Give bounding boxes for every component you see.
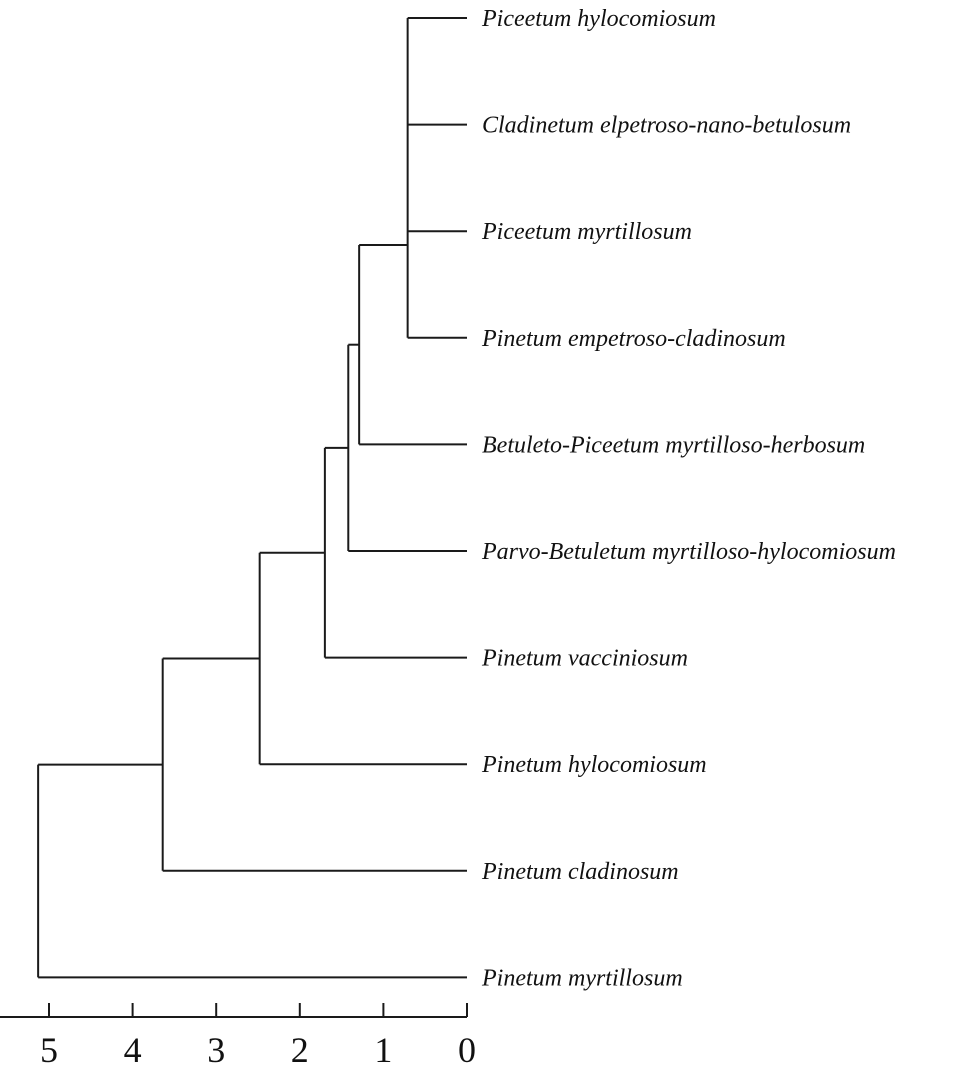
- leaf-label: Pinetum vacciniosum: [481, 646, 688, 672]
- x-tick-label: 5: [40, 1030, 58, 1070]
- x-tick-label: 3: [207, 1030, 225, 1070]
- x-tick-label: 0: [458, 1030, 476, 1070]
- x-tick-label: 2: [291, 1030, 309, 1070]
- leaf-label: Pinetum hylocomiosum: [481, 752, 707, 778]
- leaf-label: Piceetum hylocomiosum: [481, 6, 716, 32]
- leaf-label: Cladinetum elpetroso-nano-betulosum: [482, 113, 851, 139]
- leaf-label: Pinetum cladinosum: [481, 859, 679, 885]
- leaf-label: Pinetum myrtillosum: [481, 965, 683, 991]
- x-tick-label: 1: [374, 1030, 392, 1070]
- x-tick-label: 4: [124, 1030, 142, 1070]
- leaf-label: Piceetum myrtillosum: [481, 219, 692, 245]
- leaf-label: Parvo-Betuletum myrtilloso-hylocomiosum: [481, 539, 896, 565]
- leaf-label: Betuleto-Piceetum myrtilloso-herbosum: [482, 432, 865, 458]
- leaf-label: Pinetum empetroso-cladinosum: [481, 326, 786, 352]
